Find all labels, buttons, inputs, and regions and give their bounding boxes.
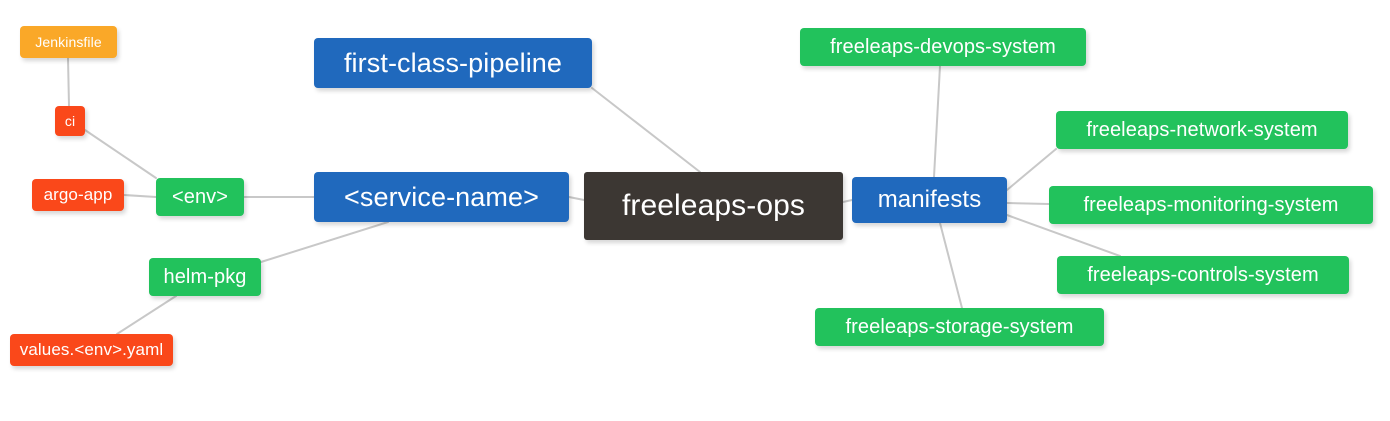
- mindmap-node-first-class-pipeline[interactable]: first-class-pipeline: [314, 38, 592, 88]
- edge-manifests-to-storage-system: [939, 222, 963, 309]
- mindmap-node-monitoring-system[interactable]: freeleaps-monitoring-system: [1049, 186, 1373, 224]
- edge-ci-to-env: [84, 129, 157, 179]
- edge-values-yaml-to-helm-pkg: [116, 295, 177, 335]
- mindmap-node-ci[interactable]: ci: [55, 106, 85, 136]
- mindmap-node-helm-pkg[interactable]: helm-pkg: [149, 258, 261, 296]
- mindmap-node-devops-system[interactable]: freeleaps-devops-system: [800, 28, 1086, 66]
- mindmap-node-values-yaml[interactable]: values.<env>.yaml: [10, 334, 173, 366]
- edge-manifests-to-devops-system: [933, 65, 941, 178]
- mindmap-node-network-system[interactable]: freeleaps-network-system: [1056, 111, 1348, 149]
- edge-manifests-to-monitoring-system: [1006, 202, 1050, 205]
- mindmap-node-argo-app[interactable]: argo-app: [32, 179, 124, 211]
- edge-argo-app-to-env: [123, 194, 157, 198]
- edge-manifests-to-network-system: [1006, 148, 1057, 191]
- mindmap-node-jenkinsfile[interactable]: Jenkinsfile: [20, 26, 117, 58]
- mindmap-node-env[interactable]: <env>: [156, 178, 244, 216]
- edge-service-name-to-root: [568, 196, 585, 201]
- edge-first-class-pipeline-to-root: [591, 87, 701, 173]
- mindmap-node-storage-system[interactable]: freeleaps-storage-system: [815, 308, 1104, 346]
- mindmap-node-controls-system[interactable]: freeleaps-controls-system: [1057, 256, 1349, 294]
- mindmap-node-root[interactable]: freeleaps-ops: [584, 172, 843, 240]
- edge-helm-pkg-to-service-name: [260, 221, 389, 263]
- mindmap-node-manifests[interactable]: manifests: [852, 177, 1007, 223]
- edge-root-to-manifests: [842, 199, 853, 203]
- edge-jenkinsfile-to-ci: [67, 57, 70, 107]
- mindmap-node-service-name[interactable]: <service-name>: [314, 172, 569, 222]
